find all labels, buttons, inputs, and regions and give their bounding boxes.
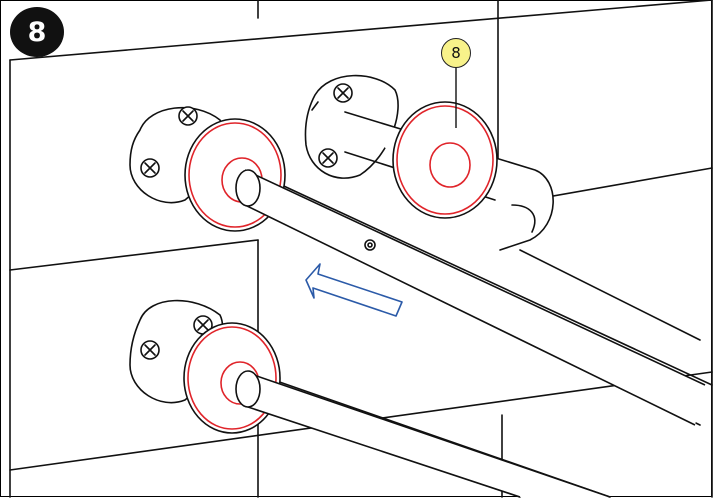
flange-upper-right — [304, 74, 399, 179]
rosette-ring-upper-right — [392, 101, 498, 219]
installation-direction-arrow — [305, 263, 403, 317]
rosette-ring-lower — [183, 322, 281, 434]
step-number-badge: 8 — [10, 7, 64, 57]
part-callout-bubble: 8 — [441, 38, 471, 68]
